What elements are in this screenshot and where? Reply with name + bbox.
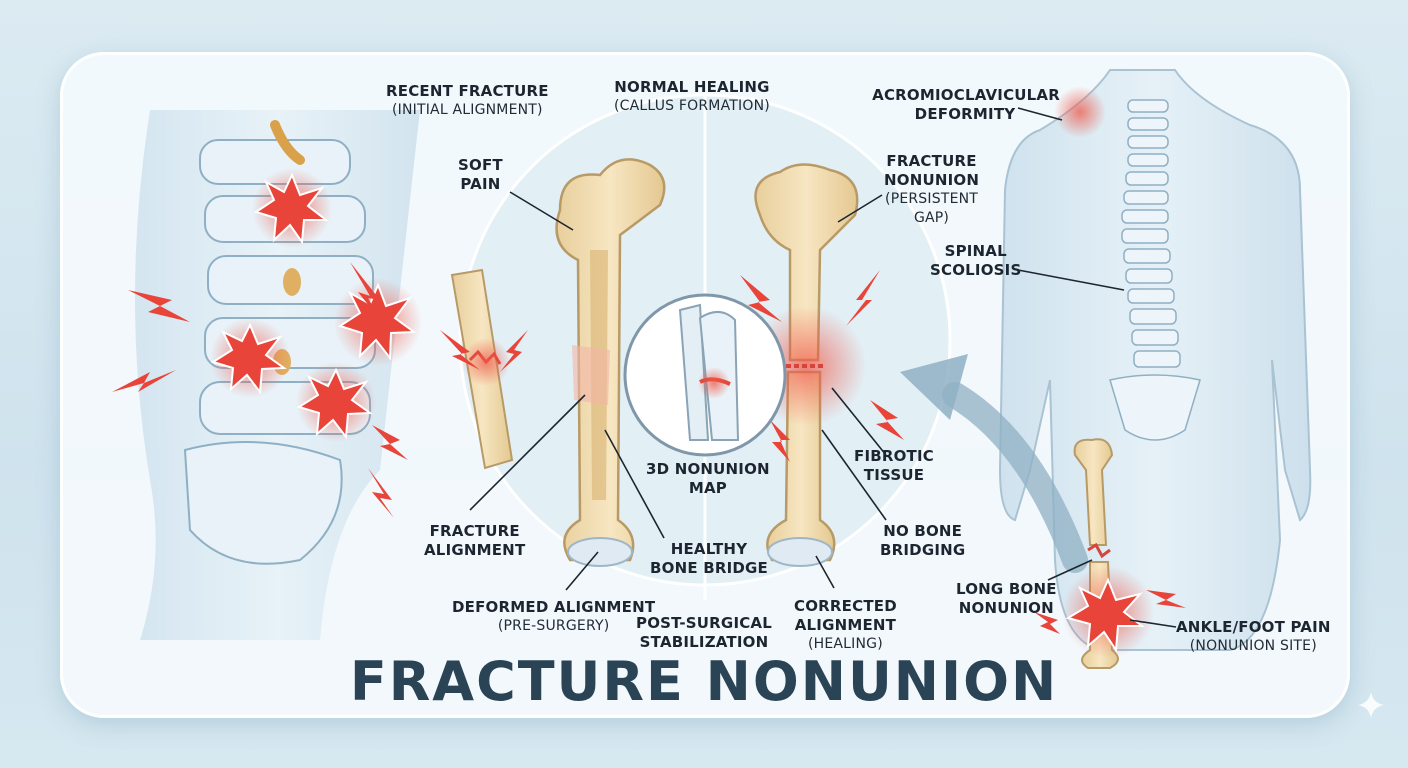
deformed-alignment-title: DEFORMED ALIGNMENT <box>452 598 656 616</box>
lightning-bolts-left <box>112 262 408 518</box>
healing-femur <box>555 158 666 567</box>
recent-fracture-bone <box>440 268 528 470</box>
label-normal-healing: NORMAL HEALING (CALLUS FORMATION) <box>614 78 770 116</box>
post-surgical-line1: POST-SURGICAL <box>636 614 773 632</box>
soft-pain-line2: PAIN <box>460 175 501 193</box>
pain-bursts-spine <box>210 168 422 442</box>
corrected-alignment-line1: CORRECTED <box>794 597 897 615</box>
label-post-surgical: POST-SURGICAL STABILIZATION <box>636 614 772 652</box>
ankle-foot-pain-title: ANKLE/FOOT PAIN <box>1176 618 1331 636</box>
fibrotic-tissue-line2: TISSUE <box>863 466 925 484</box>
label-fracture-alignment: FRACTURE ALIGNMENT <box>424 522 525 560</box>
label-acromioclavicular: ACROMIOCLAVICULAR DEFORMITY <box>870 86 1060 124</box>
label-fracture-nonunion: FRACTURE NONUNION (PERSISTENT GAP) <box>884 152 979 228</box>
spinal-scoliosis-line2: SCOLIOSIS <box>930 261 1022 279</box>
acromioclavicular-line2: DEFORMITY <box>914 105 1016 123</box>
no-bone-bridging-line2: BRIDGING <box>880 541 966 559</box>
recent-fracture-title: RECENT FRACTURE <box>386 82 549 100</box>
ankle-foot-pain-sub: (NONUNION SITE) <box>1189 638 1317 654</box>
label-corrected-alignment: CORRECTED ALIGNMENT (HEALING) <box>794 597 897 654</box>
long-bone-nonunion-line2: NONUNION <box>958 599 1054 617</box>
normal-healing-sub: (CALLUS FORMATION) <box>614 98 770 114</box>
sparkle-icon <box>1358 692 1384 718</box>
acromioclavicular-line1: ACROMIOCLAVICULAR <box>872 86 1060 104</box>
long-bone-nonunion <box>1034 438 1186 669</box>
normal-healing-title: NORMAL HEALING <box>614 78 770 96</box>
fibrotic-tissue-line1: FIBROTIC <box>854 447 934 465</box>
soft-pain-line1: SOFT <box>458 156 503 174</box>
no-bone-bridging-line1: NO BONE <box>883 522 963 540</box>
healthy-bone-bridge-line1: HEALTHY <box>670 540 748 558</box>
label-ankle-foot-pain: ANKLE/FOOT PAIN (NONUNION SITE) <box>1176 618 1331 656</box>
leader-lines <box>469 107 1177 628</box>
label-nonunion-map: 3D NONUNION MAP <box>646 460 770 498</box>
post-surgical-line2: STABILIZATION <box>639 633 769 651</box>
label-deformed-alignment: DEFORMED ALIGNMENT (PRE-SURGERY) <box>452 598 655 636</box>
direction-arrow-head <box>900 354 968 420</box>
label-long-bone-nonunion: LONG BONE NONUNION <box>956 580 1057 618</box>
recent-fracture-sub: (INITIAL ALIGNMENT) <box>391 102 543 118</box>
fracture-nonunion-sub1: (PERSISTENT <box>885 191 979 207</box>
long-bone-nonunion-line1: LONG BONE <box>956 580 1057 598</box>
label-spinal-scoliosis: SPINAL SCOLIOSIS <box>930 242 1021 280</box>
corrected-alignment-sub: (HEALING) <box>807 636 883 652</box>
spinal-scoliosis-line1: SPINAL <box>944 242 1007 260</box>
nonunion-map-line2: MAP <box>688 479 727 497</box>
healthy-bone-bridge-line2: BONE BRIDGE <box>650 559 768 577</box>
fracture-nonunion-sub2: GAP) <box>913 210 950 226</box>
fracture-alignment-line2: ALIGNMENT <box>424 541 526 559</box>
label-recent-fracture: RECENT FRACTURE (INITIAL ALIGNMENT) <box>386 82 549 120</box>
label-no-bone-bridging: NO BONE BRIDGING <box>880 522 965 560</box>
nonunion-map-line1: 3D NONUNION <box>646 460 770 478</box>
label-healthy-bone-bridge: HEALTHY BONE BRIDGE <box>650 540 768 578</box>
main-title: FRACTURE NONUNION <box>349 650 1059 713</box>
fracture-nonunion-line1: FRACTURE <box>886 152 977 170</box>
label-fibrotic-tissue: FIBROTIC TISSUE <box>854 447 934 485</box>
direction-arrow <box>942 382 1088 573</box>
back-body-illustration <box>998 69 1312 651</box>
deformed-alignment-sub: (PRE-SURGERY) <box>497 618 610 634</box>
nonunion-map-inset <box>623 293 787 457</box>
fracture-nonunion-line2: NONUNION <box>884 171 980 189</box>
label-soft-pain: SOFT PAIN <box>458 156 503 194</box>
corrected-alignment-line2: ALIGNMENT <box>794 616 897 634</box>
fracture-alignment-line1: FRACTURE <box>429 522 520 540</box>
